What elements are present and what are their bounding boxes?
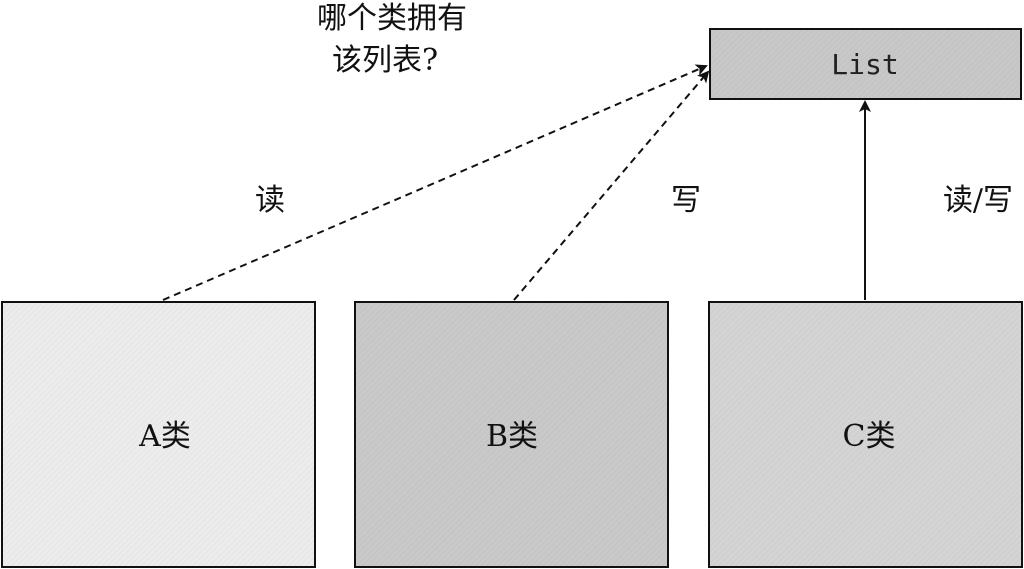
- list-box-texture: [710, 29, 1021, 99]
- arrow-b-to-list: [513, 70, 710, 301]
- edge-label-read-write: 读/写: [943, 183, 1013, 218]
- class-a-box-texture: [2, 302, 315, 567]
- edge-label-read: 读: [255, 183, 285, 218]
- class-c-label: C类: [843, 419, 896, 454]
- class-b-node: B类: [354, 301, 669, 568]
- question-line-2: 该列表?: [332, 43, 438, 78]
- arrow-a-to-list: [162, 64, 708, 301]
- question-line-1: 哪个类拥有: [317, 1, 467, 36]
- class-a-node: A类: [1, 301, 316, 568]
- class-a-label: A类: [138, 419, 191, 454]
- class-c-node: C类: [708, 301, 1023, 568]
- class-b-label: B类: [486, 419, 538, 454]
- list-label: List: [831, 48, 898, 81]
- class-c-box-texture: [709, 302, 1022, 567]
- list-node: List: [709, 28, 1022, 100]
- class-b-box-texture: [355, 302, 668, 567]
- edge-label-write: 写: [671, 183, 701, 218]
